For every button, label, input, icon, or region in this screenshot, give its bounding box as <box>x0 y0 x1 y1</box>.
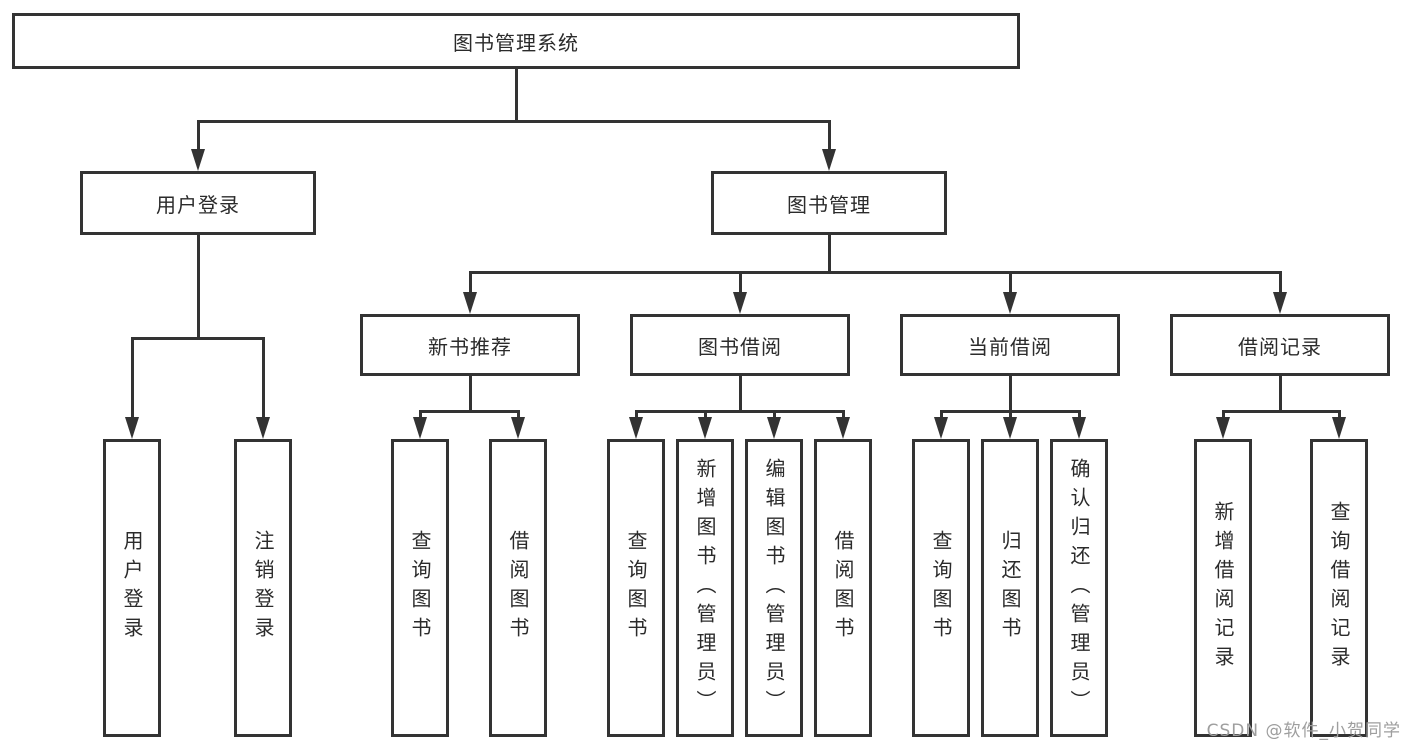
leaf-confirm-return-admin: 确认归还（管理员） <box>1050 439 1108 737</box>
leaf-borrow-book-1-label: 借阅图书 <box>506 530 530 646</box>
leaf-query-borrow-record-label: 查询借阅记录 <box>1327 501 1351 675</box>
connector-line <box>419 410 422 419</box>
leaf-return-book-label: 归还图书 <box>998 530 1022 646</box>
arrow-down-icon <box>629 417 643 439</box>
leaf-user-login: 用户登录 <box>103 439 161 737</box>
node-user-login-label: 用户登录 <box>156 192 240 217</box>
connector-line <box>1009 271 1012 292</box>
connector-line <box>828 120 831 150</box>
leaf-query-book-2-label: 查询图书 <box>624 530 648 646</box>
connector-line <box>739 271 742 292</box>
leaf-edit-book-admin: 编辑图书（管理员） <box>745 439 803 737</box>
arrow-down-icon <box>767 417 781 439</box>
connector-line <box>1009 410 1012 419</box>
leaf-query-book-1: 查询图书 <box>391 439 449 737</box>
arrow-down-icon <box>836 417 850 439</box>
arrow-down-icon <box>413 417 427 439</box>
connector-line <box>635 410 845 413</box>
connector-line <box>469 271 472 292</box>
connector-line <box>262 337 265 419</box>
leaf-confirm-return-admin-label: 确认归还（管理员） <box>1067 457 1091 719</box>
arrow-down-icon <box>1273 292 1287 314</box>
node-root-label: 图书管理系统 <box>453 30 579 55</box>
leaf-borrow-book-2-label: 借阅图书 <box>831 530 855 646</box>
connector-line <box>1009 376 1012 410</box>
connector-line <box>1222 410 1225 419</box>
arrow-down-icon <box>1072 417 1086 439</box>
connector-line <box>842 410 845 419</box>
leaf-user-login-label: 用户登录 <box>120 530 144 646</box>
connector-line <box>197 120 831 123</box>
leaf-borrow-book-2: 借阅图书 <box>814 439 872 737</box>
node-book-management-label: 图书管理 <box>787 192 871 217</box>
arrow-down-icon <box>1003 417 1017 439</box>
arrow-down-icon <box>463 292 477 314</box>
leaf-add-book-admin: 新增图书（管理员） <box>676 439 734 737</box>
node-new-book-recommend-label: 新书推荐 <box>428 334 512 359</box>
connector-line <box>1078 410 1081 419</box>
leaf-query-borrow-record: 查询借阅记录 <box>1310 439 1368 737</box>
leaf-query-book-3-label: 查询图书 <box>929 530 953 646</box>
node-book-borrow-label: 图书借阅 <box>698 334 782 359</box>
leaf-add-borrow-record-label: 新增借阅记录 <box>1211 501 1235 675</box>
arrow-down-icon <box>822 149 836 171</box>
arrow-down-icon <box>698 417 712 439</box>
leaf-borrow-book-1: 借阅图书 <box>489 439 547 737</box>
leaf-query-book-3: 查询图书 <box>912 439 970 737</box>
leaf-return-book: 归还图书 <box>981 439 1039 737</box>
connector-line <box>773 410 776 419</box>
leaf-logout: 注销登录 <box>234 439 292 737</box>
connector-line <box>940 410 943 419</box>
arrow-down-icon <box>256 417 270 439</box>
node-borrow-records: 借阅记录 <box>1170 314 1390 376</box>
node-user-login: 用户登录 <box>80 171 316 235</box>
arrow-down-icon <box>1332 417 1346 439</box>
arrow-down-icon <box>125 417 139 439</box>
node-root-system: 图书管理系统 <box>12 13 1020 69</box>
connector-line <box>419 410 520 413</box>
connector-line <box>635 410 638 419</box>
connector-line <box>1338 410 1341 419</box>
node-current-borrow: 当前借阅 <box>900 314 1120 376</box>
connector-line <box>828 235 831 271</box>
arrow-down-icon <box>1003 292 1017 314</box>
node-current-borrow-label: 当前借阅 <box>968 334 1052 359</box>
leaf-logout-label: 注销登录 <box>251 530 275 646</box>
connector-line <box>131 337 134 419</box>
connector-line <box>1279 271 1282 292</box>
node-borrow-records-label: 借阅记录 <box>1238 334 1322 359</box>
node-book-borrow: 图书借阅 <box>630 314 850 376</box>
node-new-book-recommend: 新书推荐 <box>360 314 580 376</box>
arrow-down-icon <box>511 417 525 439</box>
leaf-edit-book-admin-label: 编辑图书（管理员） <box>762 457 786 719</box>
arrow-down-icon <box>191 149 205 171</box>
leaf-add-borrow-record: 新增借阅记录 <box>1194 439 1252 737</box>
node-book-management: 图书管理 <box>711 171 947 235</box>
connector-line <box>739 376 742 410</box>
connector-line <box>517 410 520 419</box>
connector-line <box>131 337 265 340</box>
csdn-watermark: CSDN @软件_小贺同学 <box>1206 721 1401 741</box>
connector-line <box>197 235 200 337</box>
connector-line <box>704 410 707 419</box>
leaf-query-book-1-label: 查询图书 <box>408 530 432 646</box>
connector-line <box>1279 376 1282 410</box>
connector-line <box>515 69 518 120</box>
leaf-query-book-2: 查询图书 <box>607 439 665 737</box>
arrow-down-icon <box>934 417 948 439</box>
leaf-add-book-admin-label: 新增图书（管理员） <box>693 457 717 719</box>
connector-line <box>469 271 1282 274</box>
connector-line <box>469 376 472 410</box>
connector-line <box>197 120 200 150</box>
connector-line <box>1222 410 1341 413</box>
arrow-down-icon <box>1216 417 1230 439</box>
arrow-down-icon <box>733 292 747 314</box>
